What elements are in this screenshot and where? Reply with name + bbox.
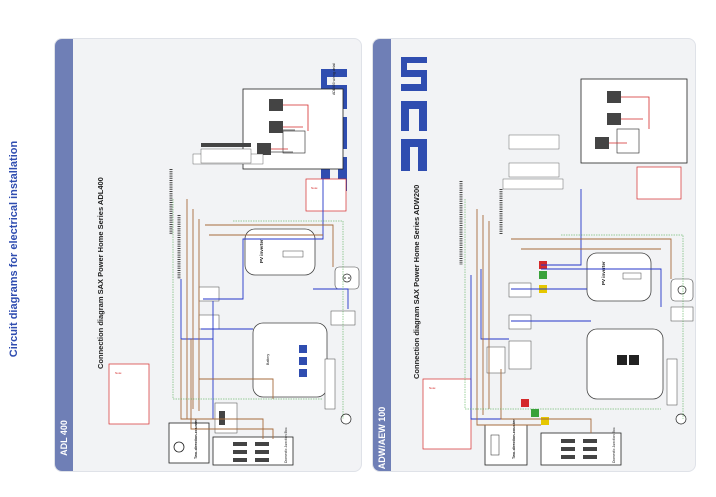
wiring-diagram-adw200: Connection diagram SAX Power Home Series… — [401, 57, 694, 466]
sax-logo — [401, 57, 427, 171]
svg-text:Connection diagram SAX Power H: Connection diagram SAX Power Home Series… — [412, 185, 421, 379]
domestic-junction-box — [212, 436, 294, 466]
svg-text:Note:: Note: — [429, 386, 436, 390]
panel-tab-adw200[interactable]: ADW/AEW 100 — [373, 39, 391, 471]
page-title: Circuit diagrams for electrical installa… — [4, 0, 24, 497]
svg-text:Note:: Note: — [115, 371, 122, 375]
sax-battery — [252, 322, 328, 398]
svg-text:Two-direction-counter: Two-direction-counter — [194, 419, 198, 459]
svg-text:ADL400 wiring detail: ADL400 wiring detail — [332, 63, 336, 95]
panel-tab-adl400[interactable]: ADL 400 — [55, 39, 73, 471]
svg-text:Note:: Note: — [311, 186, 318, 190]
diagram-panel-adl400: ADL 400 Connection diagram SAX Power Hom… — [54, 38, 362, 472]
domestic-junction-box — [540, 432, 622, 466]
svg-text:Domestic Junction Box: Domestic Junction Box — [612, 427, 616, 463]
page-title-text: Circuit diagrams for electrical installa… — [8, 140, 20, 357]
pv-inverter — [586, 252, 652, 302]
pv-inverter — [244, 228, 316, 276]
diagram-panel-adw200: ADW/AEW 100 Connection diagram SAX Power… — [372, 38, 696, 472]
diagram-title: Connection diagram SAX Power Home Series… — [96, 177, 105, 369]
svg-text:Domestic Junction Box: Domestic Junction Box — [284, 427, 288, 463]
socket — [334, 266, 360, 290]
svg-text:PV inverter: PV inverter — [601, 261, 606, 285]
socket — [670, 278, 694, 302]
svg-text:Battery: Battery — [266, 354, 270, 365]
pv-inverter-label: PV inverter — [259, 239, 264, 263]
svg-text:Two-direction-counter: Two-direction-counter — [512, 419, 516, 459]
wiring-diagram-adl400: Connection diagram SAX Power Home Series… — [96, 63, 360, 466]
